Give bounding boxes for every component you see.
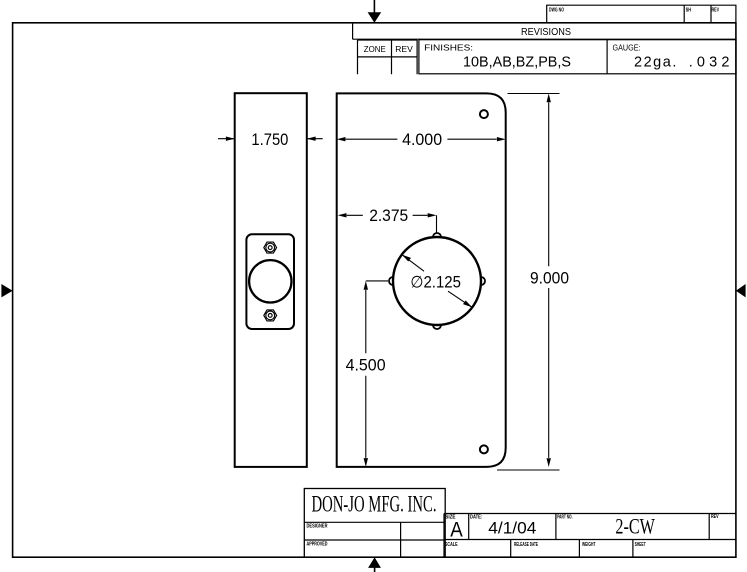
- svg-text:REV: REV: [395, 44, 413, 54]
- svg-text:2.375: 2.375: [369, 207, 408, 225]
- svg-text:SHEET: SHEET: [635, 542, 646, 548]
- svg-text:DON-JO MFG. INC.: DON-JO MFG. INC.: [312, 492, 437, 517]
- svg-text:APPROVED: APPROVED: [307, 541, 328, 547]
- svg-text:RELEASE DATE: RELEASE DATE: [514, 542, 538, 548]
- svg-text:DATE:: DATE:: [470, 515, 482, 521]
- svg-text:REV: REV: [711, 514, 719, 520]
- svg-text:DWG NO: DWG NO: [549, 8, 564, 14]
- svg-text:WEIGHT: WEIGHT: [582, 542, 596, 548]
- svg-text:4.000: 4.000: [402, 131, 442, 149]
- svg-text:SH: SH: [686, 8, 692, 14]
- svg-text:4/1/04: 4/1/04: [488, 520, 536, 538]
- svg-text:ZONE: ZONE: [364, 44, 386, 54]
- svg-text:DESIGNER: DESIGNER: [307, 524, 328, 530]
- svg-text:4.500: 4.500: [346, 356, 386, 374]
- svg-text:SIZE: SIZE: [445, 515, 455, 521]
- svg-text:GAUGE:: GAUGE:: [613, 44, 641, 53]
- svg-text:2-CW: 2-CW: [615, 513, 655, 538]
- svg-text:SCALE: SCALE: [445, 542, 458, 548]
- svg-text:1.750: 1.750: [251, 131, 288, 149]
- svg-text:∅2.125: ∅2.125: [410, 273, 461, 291]
- svg-text:10B,AB,BZ,PB,S: 10B,AB,BZ,PB,S: [463, 54, 571, 70]
- svg-text:REV: REV: [712, 8, 720, 14]
- svg-text:REVISIONS: REVISIONS: [521, 27, 571, 38]
- svg-text:9.000: 9.000: [530, 270, 569, 288]
- svg-text:22ga.: 22ga.: [634, 54, 676, 70]
- svg-text:FINISHES:: FINISHES:: [424, 44, 473, 53]
- svg-text:PART NO.: PART NO.: [557, 515, 573, 521]
- svg-text:A: A: [450, 519, 463, 542]
